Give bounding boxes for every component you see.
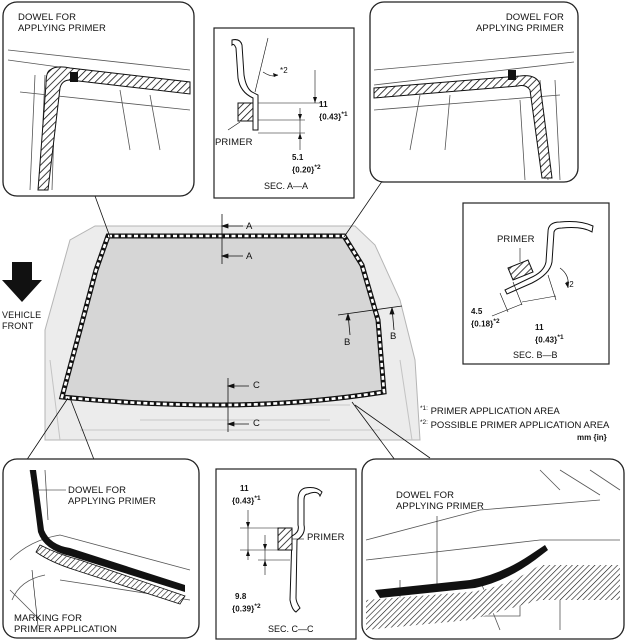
vehicle-front-label: VEHICLE FRONT [2,310,42,331]
callout-bottom-right [361,458,625,640]
sec-aa-title: SEC. A—A [264,181,309,191]
sec-aa-angle-ref: *2 [280,66,288,75]
top-right-dowel-label: DOWEL FOR APPLYING PRIMER [476,12,564,34]
sec-cc-title: SEC. C—C [268,624,314,634]
section-aa [213,27,355,199]
sec-aa-dim2-in: {0.20}*2 [292,164,321,175]
primer-outline [58,233,387,408]
sec-cc-primer-label: PRIMER [307,532,345,543]
callout-top-right [369,1,579,183]
cut-a-bottom-label: A [246,251,253,262]
bottom-left-marking-label: MARKING FOR PRIMER APPLICATION [14,613,117,635]
callout-top-left [2,1,195,197]
bottom-left-dowel-label: DOWEL FOR APPLYING PRIMER [68,485,156,507]
callout-bottom-left [2,458,200,639]
cut-c-top-label: C [253,380,260,391]
top-left-dowel-label: DOWEL FOR APPLYING PRIMER [18,12,106,34]
legend-units: mm {in} [577,433,607,442]
cut-b-right-label: B [390,331,397,342]
cut-b-left-label: B [344,337,351,348]
sec-aa-dim1-mm: 11 [319,100,328,109]
cut-line-c [226,378,249,432]
section-bb [462,202,610,365]
sec-bb-angle-ref: *2 [566,280,574,289]
sec-aa-dim1-in: {0.43}*1 [319,111,348,122]
sec-cc-dim2-mm: 9.8 [235,592,247,601]
sec-bb-dim1-mm: 4.5 [471,307,483,316]
section-cc [215,468,357,640]
cut-c-bottom-label: C [253,418,260,429]
sec-cc-dim1-mm: 11 [240,484,249,493]
cut-a-top-label: A [246,221,253,232]
sec-cc-dim1-in: {0.43}*1 [232,495,261,506]
sec-bb-dim1-in: {0.18}*2 [471,318,500,329]
sec-bb-dim2-in: {0.43}*1 [535,334,564,345]
bottom-right-dowel-label: DOWEL FOR APPLYING PRIMER [396,490,484,512]
sec-aa-dim2-mm: 5.1 [292,153,304,162]
legend-note-2: *2: POSSIBLE PRIMER APPLICATION AREA [420,419,610,432]
sec-cc-dim2-in: {0.39}*2 [232,603,261,614]
sec-bb-dim2-mm: 11 [535,323,544,332]
cut-line-b [337,305,403,336]
vehicle-front-arrow [2,262,42,302]
sec-aa-primer-label: PRIMER [215,137,253,148]
legend-note-1: *1: PRIMER APPLICATION AREA [420,405,560,418]
sec-bb-primer-label: PRIMER [497,234,535,245]
sec-bb-title: SEC. B—B [513,350,558,360]
windshield-glass [62,236,384,405]
cut-line-a [220,214,243,264]
